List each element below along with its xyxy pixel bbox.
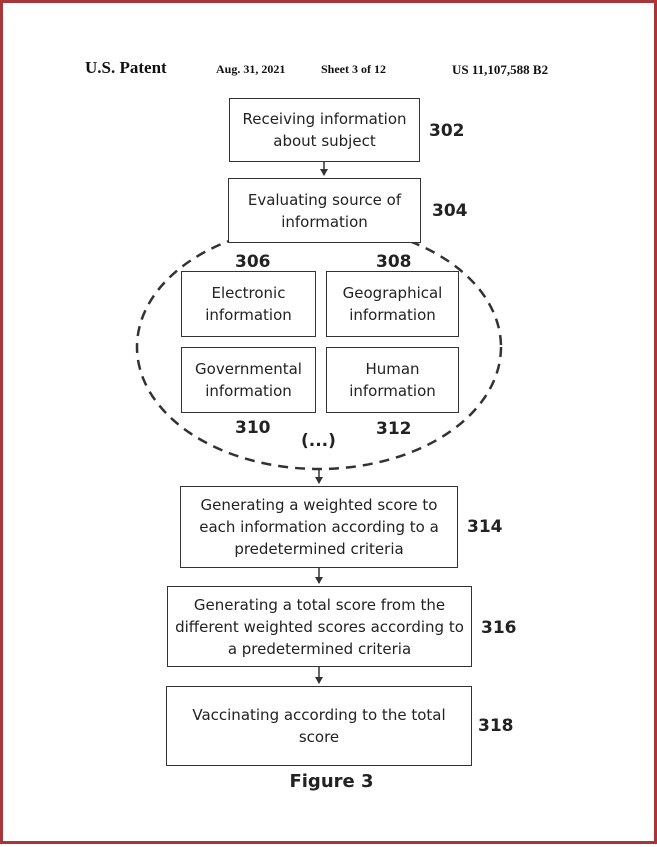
step-302-text: Receiving information about subject	[242, 110, 407, 150]
step-304-text: Evaluating source of information	[247, 190, 402, 231]
step-312-box: Human information	[326, 347, 459, 413]
step-308-text: Geographical information	[342, 284, 443, 324]
step-316-text: Generating a total score from the differ…	[175, 595, 464, 658]
step-306-box: Electronic information	[181, 271, 316, 337]
ref-310: 310	[235, 418, 271, 438]
step-314-box: Generating a weighted score to each info…	[180, 486, 458, 568]
header-sheet: Sheet 3 of 12	[321, 62, 386, 76]
ref-314: 314	[467, 517, 503, 537]
ref-306: 306	[235, 252, 271, 272]
ref-304: 304	[432, 201, 468, 221]
more-sources-ellipsis: (...)	[301, 431, 336, 451]
ref-318: 318	[478, 716, 514, 736]
step-308-box: Geographical information	[326, 271, 459, 337]
ref-312: 312	[376, 419, 412, 439]
ref-308: 308	[376, 252, 412, 272]
ref-302: 302	[429, 121, 465, 141]
step-318-box: Vaccinating according to the total score	[166, 686, 472, 766]
step-310-text: Governmental information	[195, 360, 302, 400]
step-314-text: Generating a weighted score to each info…	[199, 496, 439, 558]
header-date: Aug. 31, 2021	[216, 62, 286, 76]
step-312-text: Human information	[349, 360, 436, 400]
header-patent-number: US 11,107,588 B2	[452, 62, 549, 77]
step-316-box: Generating a total score from the differ…	[167, 586, 472, 667]
ref-316: 316	[481, 618, 517, 638]
step-306-text: Electronic information	[205, 284, 292, 324]
figure-caption: Figure 3	[289, 771, 374, 792]
header-title: U.S. Patent	[85, 58, 167, 77]
step-318-text: Vaccinating according to the total score	[192, 706, 446, 746]
step-304-box: Evaluating source of information	[228, 178, 421, 243]
step-310-box: Governmental information	[181, 347, 316, 413]
step-302-box: Receiving information about subject	[229, 98, 420, 162]
